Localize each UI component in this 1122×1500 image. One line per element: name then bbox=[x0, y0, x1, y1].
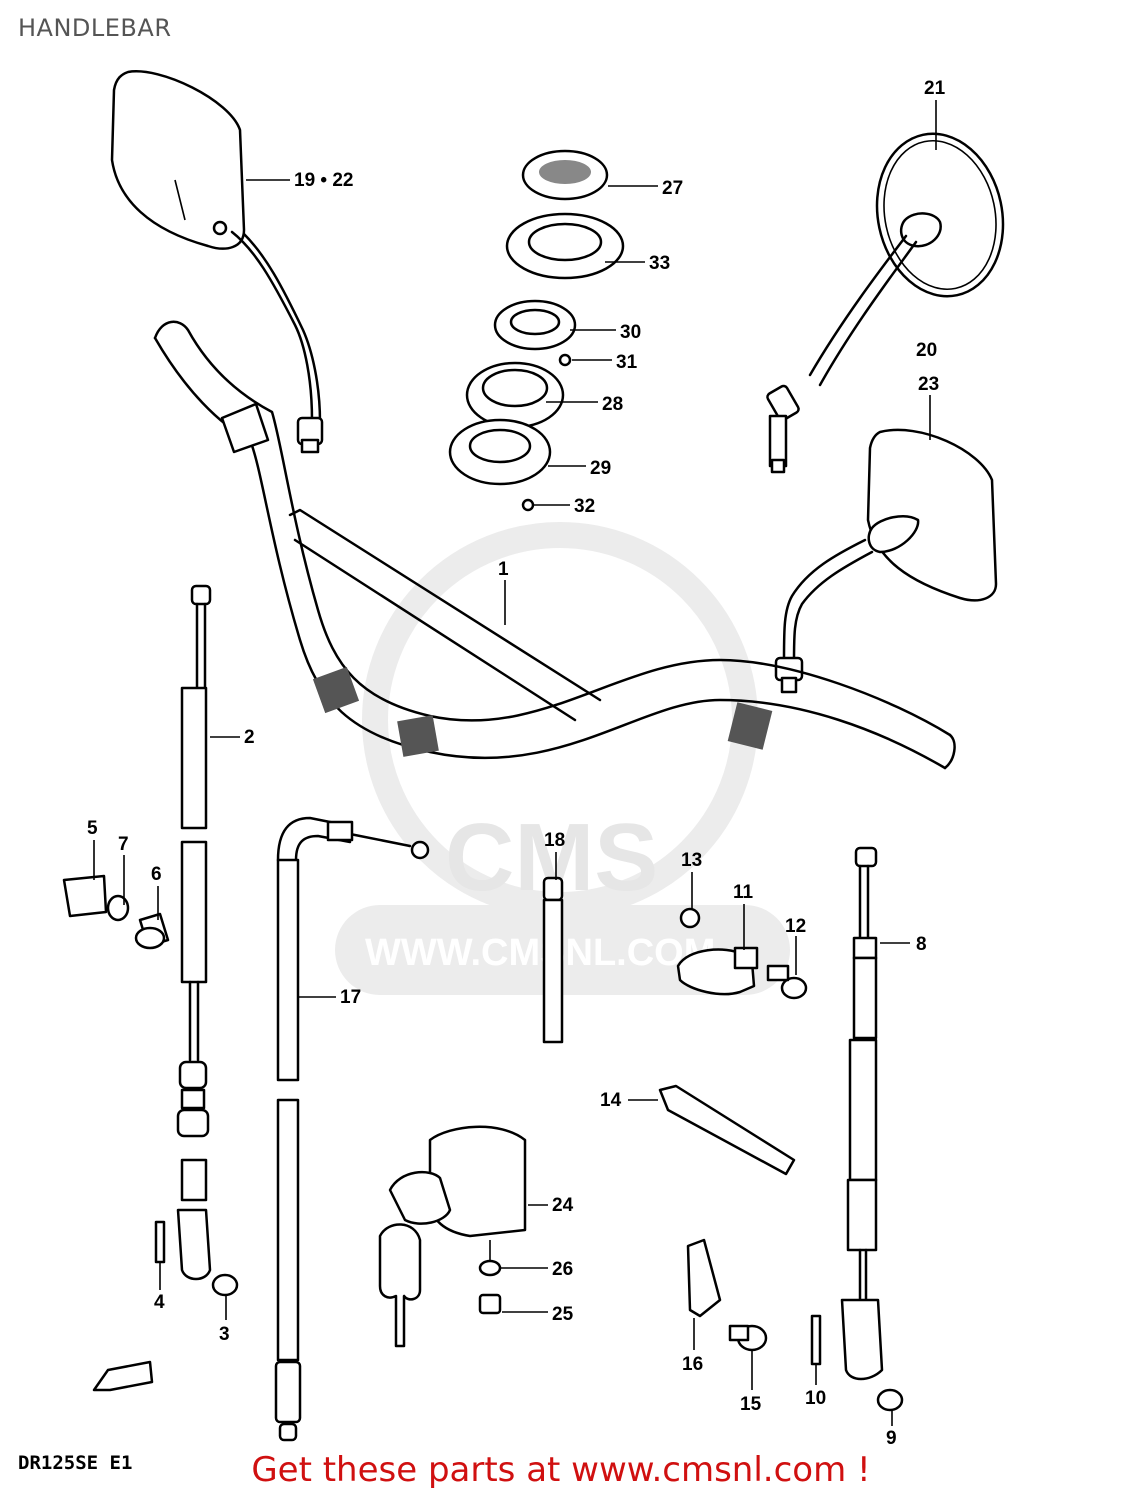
callout-32: 32 bbox=[574, 496, 595, 517]
callout-13: 13 bbox=[681, 850, 702, 871]
bearing-stack bbox=[448, 149, 625, 512]
callout-1: 1 bbox=[498, 559, 509, 580]
callout-15: 15 bbox=[740, 1394, 762, 1415]
callout-33: 33 bbox=[649, 253, 670, 274]
callout-19-22: 19 • 22 bbox=[294, 170, 353, 191]
callout-30: 30 bbox=[620, 322, 641, 343]
watermark-url: WWW.CMSNL.COM bbox=[365, 932, 715, 974]
front-arrow-icon bbox=[92, 1360, 154, 1392]
callout-31: 31 bbox=[616, 352, 638, 373]
lever-parts bbox=[686, 1238, 768, 1352]
callout-16: 16 bbox=[682, 1354, 703, 1375]
callout-21: 21 bbox=[924, 78, 946, 99]
callout-6: 6 bbox=[151, 864, 162, 885]
adjuster-parts bbox=[62, 874, 170, 950]
callout-26: 26 bbox=[552, 1259, 573, 1280]
strap-14 bbox=[658, 1084, 796, 1176]
callout-25: 25 bbox=[552, 1304, 574, 1325]
callout-17: 17 bbox=[340, 987, 361, 1008]
callout-4: 4 bbox=[154, 1292, 165, 1313]
callout-3: 3 bbox=[219, 1324, 230, 1345]
brake-cable bbox=[810, 846, 904, 1412]
callout-10: 10 bbox=[805, 1388, 826, 1409]
bracket-18 bbox=[542, 876, 564, 1044]
callout-labels: 1 2 3 4 5 6 7 8 9 10 11 12 13 14 15 16 1… bbox=[87, 78, 946, 1449]
handlebar bbox=[153, 320, 956, 770]
callout-18: 18 bbox=[544, 830, 565, 851]
callout-2: 2 bbox=[244, 727, 255, 748]
right-rect-mirror bbox=[774, 428, 998, 694]
callout-28: 28 bbox=[602, 394, 623, 415]
page-title: HANDLEBAR bbox=[18, 14, 172, 42]
model-code: DR125SE E1 bbox=[18, 1452, 133, 1474]
right-round-mirror bbox=[766, 132, 1005, 474]
callout-7: 7 bbox=[118, 834, 129, 855]
footer-link[interactable]: Get these parts at www.cmsnl.com ! bbox=[251, 1450, 871, 1490]
clamp-11 bbox=[676, 907, 808, 1000]
throttle-cable bbox=[176, 584, 212, 1281]
callout-9: 9 bbox=[886, 1428, 897, 1449]
callout-12: 12 bbox=[785, 916, 806, 937]
left-mirror bbox=[110, 70, 324, 454]
callout-8: 8 bbox=[916, 934, 927, 955]
callout-20: 20 bbox=[916, 340, 937, 361]
callout-24: 24 bbox=[552, 1195, 574, 1216]
callout-5: 5 bbox=[87, 818, 98, 839]
ignition-switch bbox=[378, 1125, 527, 1348]
clutch-cable bbox=[274, 816, 430, 1442]
callout-29: 29 bbox=[590, 458, 611, 479]
callout-14: 14 bbox=[600, 1090, 622, 1111]
callout-27: 27 bbox=[662, 178, 683, 199]
callout-23: 23 bbox=[918, 374, 939, 395]
callout-11: 11 bbox=[733, 882, 754, 903]
leader-lines bbox=[93, 100, 937, 1426]
